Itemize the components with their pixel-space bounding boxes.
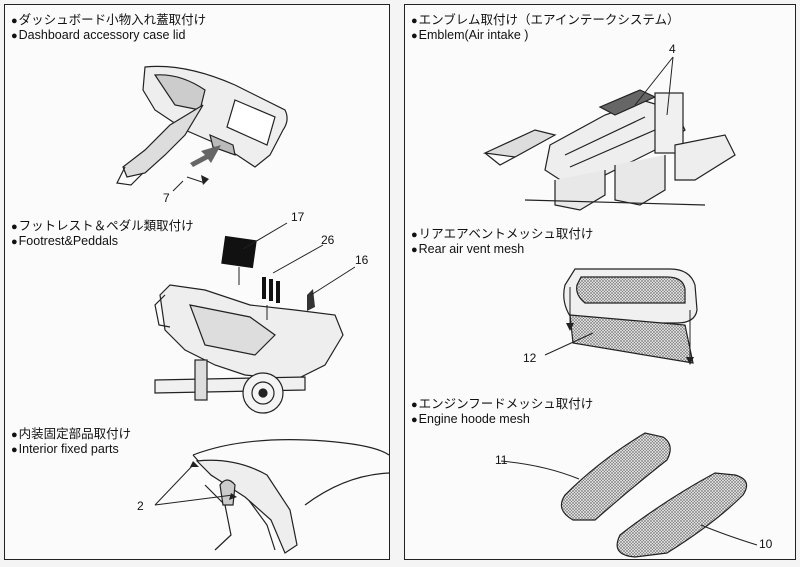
- hood-section-title: ●エンジンフードメッシュ取付け ●Engine hoode mesh: [411, 397, 594, 426]
- left-instruction-panel: ●ダッシュボード小物入れ蓋取付け ●Dashboard accessory ca…: [4, 4, 390, 560]
- vent-section-title: ●リアエアベントメッシュ取付け ●Rear air vent mesh: [411, 227, 594, 256]
- dashboard-title-jp: ダッシュボード小物入れ蓋取付け: [18, 13, 207, 27]
- part-number-10: 10: [759, 537, 773, 551]
- vent-mesh-illustration: [544, 268, 698, 365]
- part-number-7: 7: [163, 191, 170, 205]
- vent-title-jp: リアエアベントメッシュ取付け: [418, 227, 594, 241]
- part-number-4: 4: [669, 42, 676, 56]
- emblem-title-en: Emblem(Air intake ): [418, 28, 529, 42]
- interior-title-jp: 内装固定部品取付け: [18, 427, 132, 441]
- vent-title-en: Rear air vent mesh: [418, 242, 525, 256]
- footrest-section-title: ●フットレスト＆ペダル類取付け ●Footrest&Peddals: [11, 219, 194, 248]
- footrest-title-en: Footrest&Peddals: [18, 234, 119, 248]
- emblem-title-jp: エンブレム取付け（エアインテークシステム）: [418, 13, 680, 27]
- part-number-26: 26: [321, 233, 335, 247]
- part-number-11: 11: [495, 453, 508, 467]
- interior-illustration: [154, 439, 390, 554]
- part-number-16: 16: [355, 253, 369, 267]
- interior-title-en: Interior fixed parts: [18, 442, 119, 456]
- hood-title-en: Engine hoode mesh: [418, 412, 530, 426]
- footrest-illustration: [154, 222, 356, 414]
- interior-section-title: ●内装固定部品取付け ●Interior fixed parts: [11, 427, 132, 456]
- dashboard-illustration: [116, 65, 288, 192]
- dashboard-title-en: Dashboard accessory case lid: [18, 28, 186, 42]
- part-number-12: 12: [523, 351, 537, 365]
- engine-emblem-illustration: [482, 56, 736, 211]
- footrest-title-jp: フットレスト＆ペダル類取付け: [18, 219, 194, 233]
- dashboard-section-title: ●ダッシュボード小物入れ蓋取付け ●Dashboard accessory ca…: [11, 13, 207, 42]
- right-instruction-panel: ●エンブレム取付け（エアインテークシステム） ●Emblem(Air intak…: [404, 4, 796, 560]
- hood-mesh-illustration: [500, 432, 758, 558]
- part-number-17: 17: [291, 210, 305, 224]
- emblem-section-title: ●エンブレム取付け（エアインテークシステム） ●Emblem(Air intak…: [411, 13, 680, 42]
- part-number-2: 2: [137, 499, 144, 513]
- hood-title-jp: エンジンフードメッシュ取付け: [418, 397, 594, 411]
